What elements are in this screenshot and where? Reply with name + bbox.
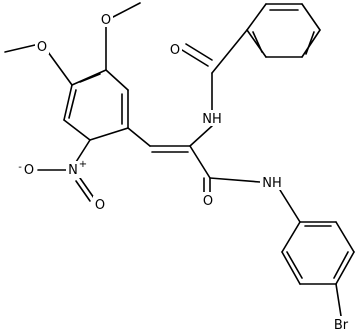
bond-co-benzoyl-b bbox=[185, 43, 213, 61]
bond-ome-left-me bbox=[4, 44, 36, 53]
bond-ph1-c bbox=[301, 3, 321, 31]
atom-nh-amide-lower: NH bbox=[262, 176, 282, 191]
nitro-n-plus-charge: + bbox=[79, 159, 87, 170]
bond-ring-nitro bbox=[75, 139, 91, 163]
bond-ph3-f bbox=[89, 127, 129, 141]
atom-o-benzoyl: O bbox=[170, 43, 180, 58]
bond-ph2-d bbox=[335, 251, 355, 285]
bond-ph3-d bbox=[63, 84, 73, 121]
bond-ome-left-o bbox=[47, 51, 73, 86]
atom-o-nitro-minus: O bbox=[24, 163, 34, 178]
bond-vinyl-ring bbox=[127, 127, 151, 147]
bond-ome-top-me bbox=[112, 2, 141, 18]
bond-ph3-db3 bbox=[79, 73, 101, 83]
bond-co-benzoyl-a bbox=[181, 49, 209, 67]
atom-n-nitro: N bbox=[68, 163, 78, 178]
atom-o-methoxy-left: O bbox=[37, 40, 47, 55]
bond-ph1-db2 bbox=[305, 31, 315, 55]
atom-o-methoxy-top: O bbox=[101, 13, 111, 28]
bond-ph1-f bbox=[246, 29, 267, 58]
bond-nh-calpha bbox=[189, 125, 213, 147]
atom-labels-group: O NH O O N + - O O O NH Br bbox=[14, 11, 352, 333]
atom-nh-amide-upper: NH bbox=[202, 112, 222, 127]
bond-ph3-db2 bbox=[68, 89, 77, 119]
bond-nitro-db-b bbox=[75, 180, 91, 202]
bond-camide-nh bbox=[209, 177, 261, 183]
bond-ph1-d bbox=[301, 29, 321, 58]
bond-nitro-db-a bbox=[79, 177, 95, 199]
bonds-group bbox=[4, 2, 355, 317]
bond-ph2-b bbox=[281, 251, 301, 285]
bond-ph3-c bbox=[71, 69, 107, 86]
bond-ring2-br bbox=[335, 283, 342, 317]
bond-co-ring bbox=[211, 29, 248, 74]
nitro-o-minus-charge: - bbox=[18, 162, 22, 173]
bond-ph1-a bbox=[246, 3, 267, 31]
bond-calpha-camide bbox=[189, 145, 211, 179]
atom-o-nitro-double: O bbox=[95, 198, 105, 213]
bond-ph2-db2 bbox=[286, 251, 303, 279]
atom-br: Br bbox=[334, 318, 349, 333]
bond-ph2-e bbox=[335, 221, 355, 253]
bond-ph3-b bbox=[105, 69, 129, 91]
atom-o-amide-lower: O bbox=[203, 194, 213, 209]
bond-ph1-db3 bbox=[252, 31, 263, 53]
bond-ph2-a bbox=[281, 221, 301, 253]
bond-ph3-e bbox=[63, 119, 91, 141]
bond-ph2-db3 bbox=[333, 251, 349, 279]
bond-nh-ring2 bbox=[279, 189, 301, 223]
